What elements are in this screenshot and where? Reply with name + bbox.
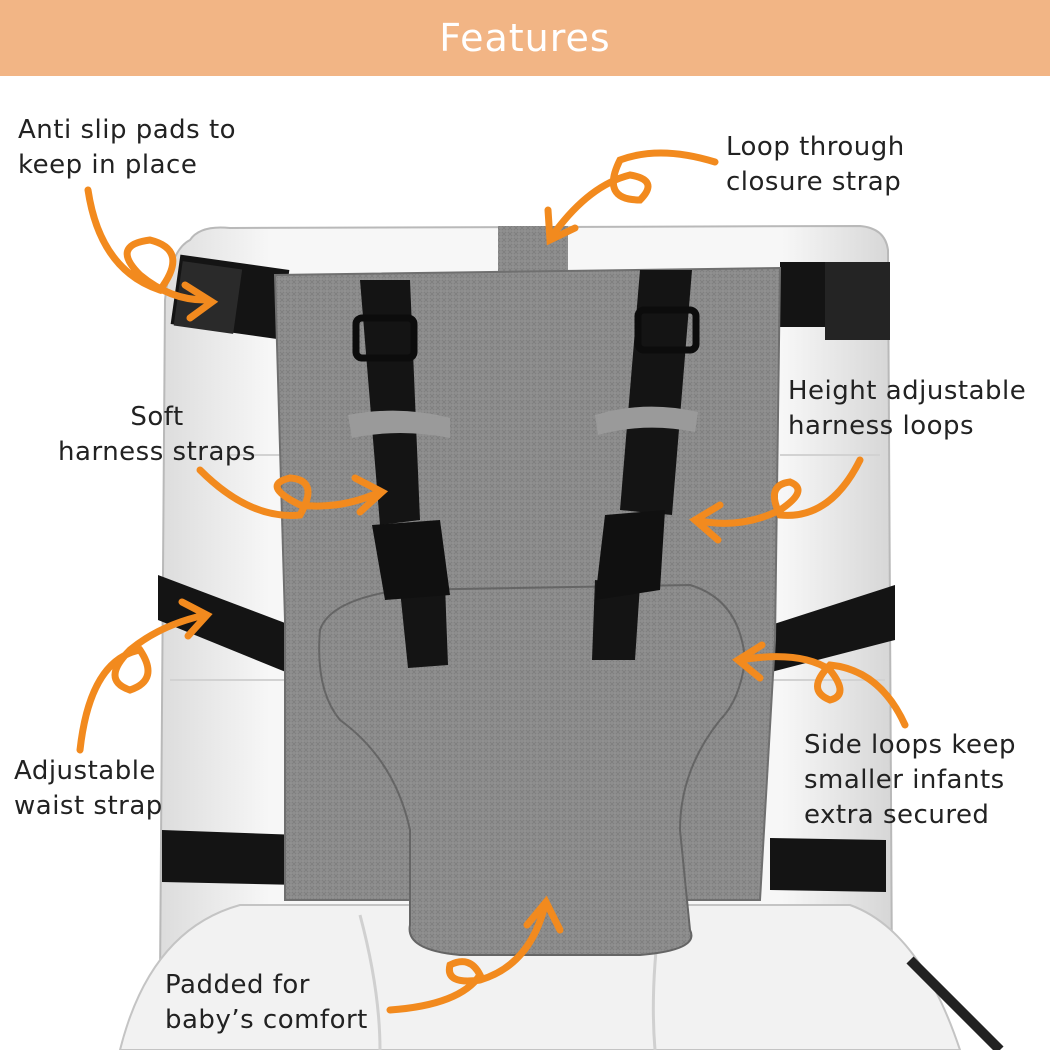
label-soft-harness: Soft harness straps — [52, 400, 262, 470]
arrow-loop-through-head — [544, 206, 579, 246]
arrow-side-loops — [736, 653, 909, 729]
arrow-padded — [386, 901, 549, 1014]
label-padded-line2: baby’s comfort — [165, 1005, 368, 1035]
label-side-loops: Side loops keep smaller infants extra se… — [804, 728, 1016, 833]
label-padded-line1: Padded for — [165, 970, 310, 1000]
arrow-adjustable-waist-head — [178, 598, 213, 640]
label-soft-harness-line2: harness straps — [58, 437, 256, 467]
top-side-straps — [170, 254, 890, 340]
label-loop-through-line2: closure strap — [726, 167, 902, 197]
arrow-adjustable-waist — [76, 611, 209, 754]
product-scene: Anti slip pads to keep in place Loop thr… — [0, 76, 1050, 1050]
arrow-height-adjustable — [691, 456, 864, 527]
label-side-loops-line1: Side loops keep — [804, 730, 1016, 760]
label-loop-through-line1: Loop through — [726, 132, 905, 162]
arrow-height-adjustable-head — [689, 501, 724, 544]
arrow-soft-harness — [196, 466, 384, 519]
features-header: Features — [0, 0, 1050, 76]
label-side-loops-line3: extra secured — [804, 800, 990, 830]
product-illustration — [76, 149, 1004, 1050]
label-anti-slip-line1: Anti slip pads to — [18, 115, 237, 145]
label-loop-through: Loop through closure strap — [726, 130, 905, 200]
arrow-anti-slip-head — [181, 281, 219, 322]
harness-straps — [348, 270, 700, 668]
label-anti-slip-line2: keep in place — [18, 150, 198, 180]
arrow-padded-head — [523, 895, 564, 934]
arrow-side-loops-head — [732, 641, 766, 682]
label-adjustable-waist-line2: waist strap — [14, 791, 163, 821]
header-title: Features — [439, 16, 611, 60]
fabric-seat-cover — [273, 226, 782, 956]
label-side-loops-line2: smaller infants — [804, 765, 1005, 795]
label-soft-harness-line1: Soft — [130, 402, 184, 432]
arrow-anti-slip — [84, 186, 209, 304]
label-height-adjustable-line1: Height adjustable — [788, 376, 1027, 406]
label-anti-slip: Anti slip pads to keep in place — [18, 113, 236, 183]
label-adjustable-waist-line1: Adjustable — [14, 756, 156, 786]
label-height-adjustable-line2: harness loops — [788, 411, 975, 441]
arrow-loop-through — [551, 149, 719, 236]
label-padded: Padded for baby’s comfort — [165, 968, 368, 1038]
label-height-adjustable: Height adjustable harness loops — [788, 374, 1026, 444]
label-adjustable-waist: Adjustable waist strap — [14, 754, 163, 824]
arrow-soft-harness-head — [351, 474, 389, 516]
annotation-arrows — [76, 149, 909, 1014]
